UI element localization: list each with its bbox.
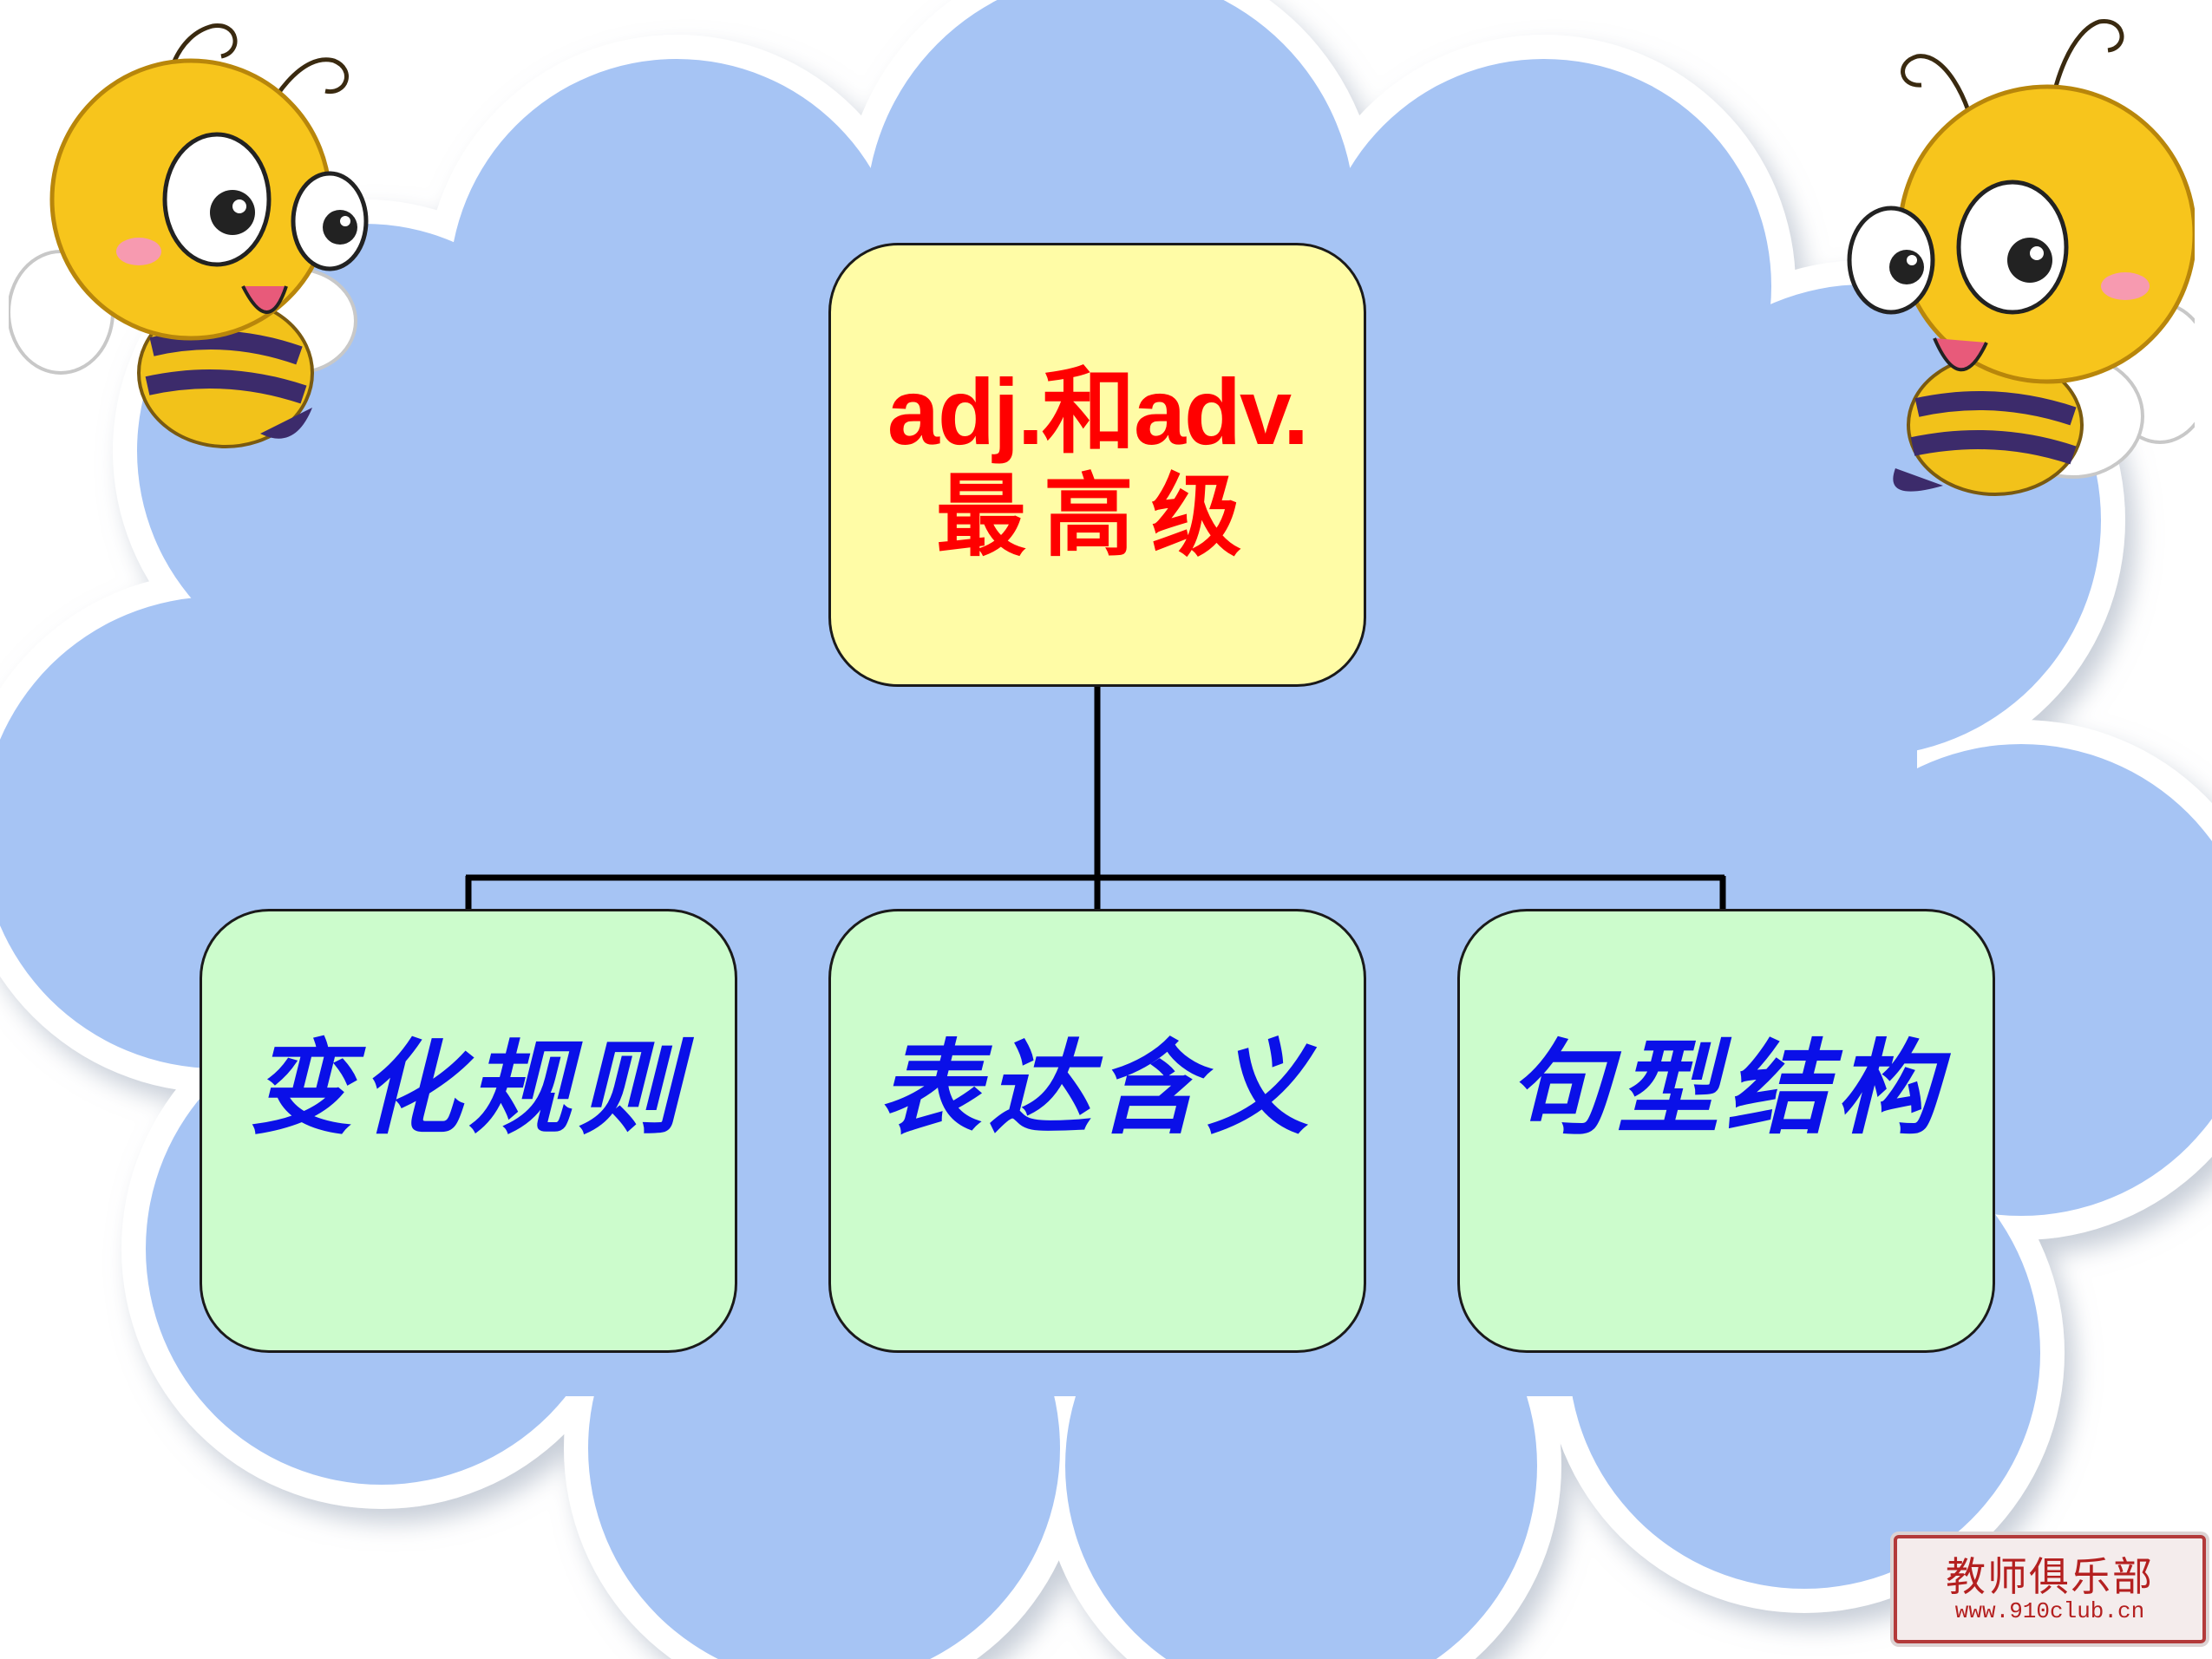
root-label-line2: 最高级 bbox=[935, 461, 1259, 569]
child-node-rules: 变化规则 bbox=[200, 909, 737, 1353]
child-label: 表达含义 bbox=[878, 1027, 1316, 1148]
root-label-line1: adj.和adv. bbox=[887, 358, 1309, 464]
child-label: 变化规则 bbox=[249, 1027, 687, 1148]
child-label: 句型结构 bbox=[1507, 1027, 1945, 1148]
child-node-structure: 句型结构 bbox=[1457, 909, 1995, 1353]
watermark-stamp: 教师俱乐部 www.910club.cn bbox=[1894, 1535, 2206, 1643]
watermark-title: 教师俱乐部 bbox=[1946, 1552, 2154, 1600]
watermark-url: www.910club.cn bbox=[1954, 1597, 2145, 1624]
root-node: adj.和adv. 最高级 bbox=[828, 243, 1366, 687]
child-node-meaning: 表达含义 bbox=[828, 909, 1366, 1353]
bee-mascot-icon-right bbox=[1847, 19, 2195, 496]
bee-mascot-icon-left bbox=[9, 23, 369, 448]
